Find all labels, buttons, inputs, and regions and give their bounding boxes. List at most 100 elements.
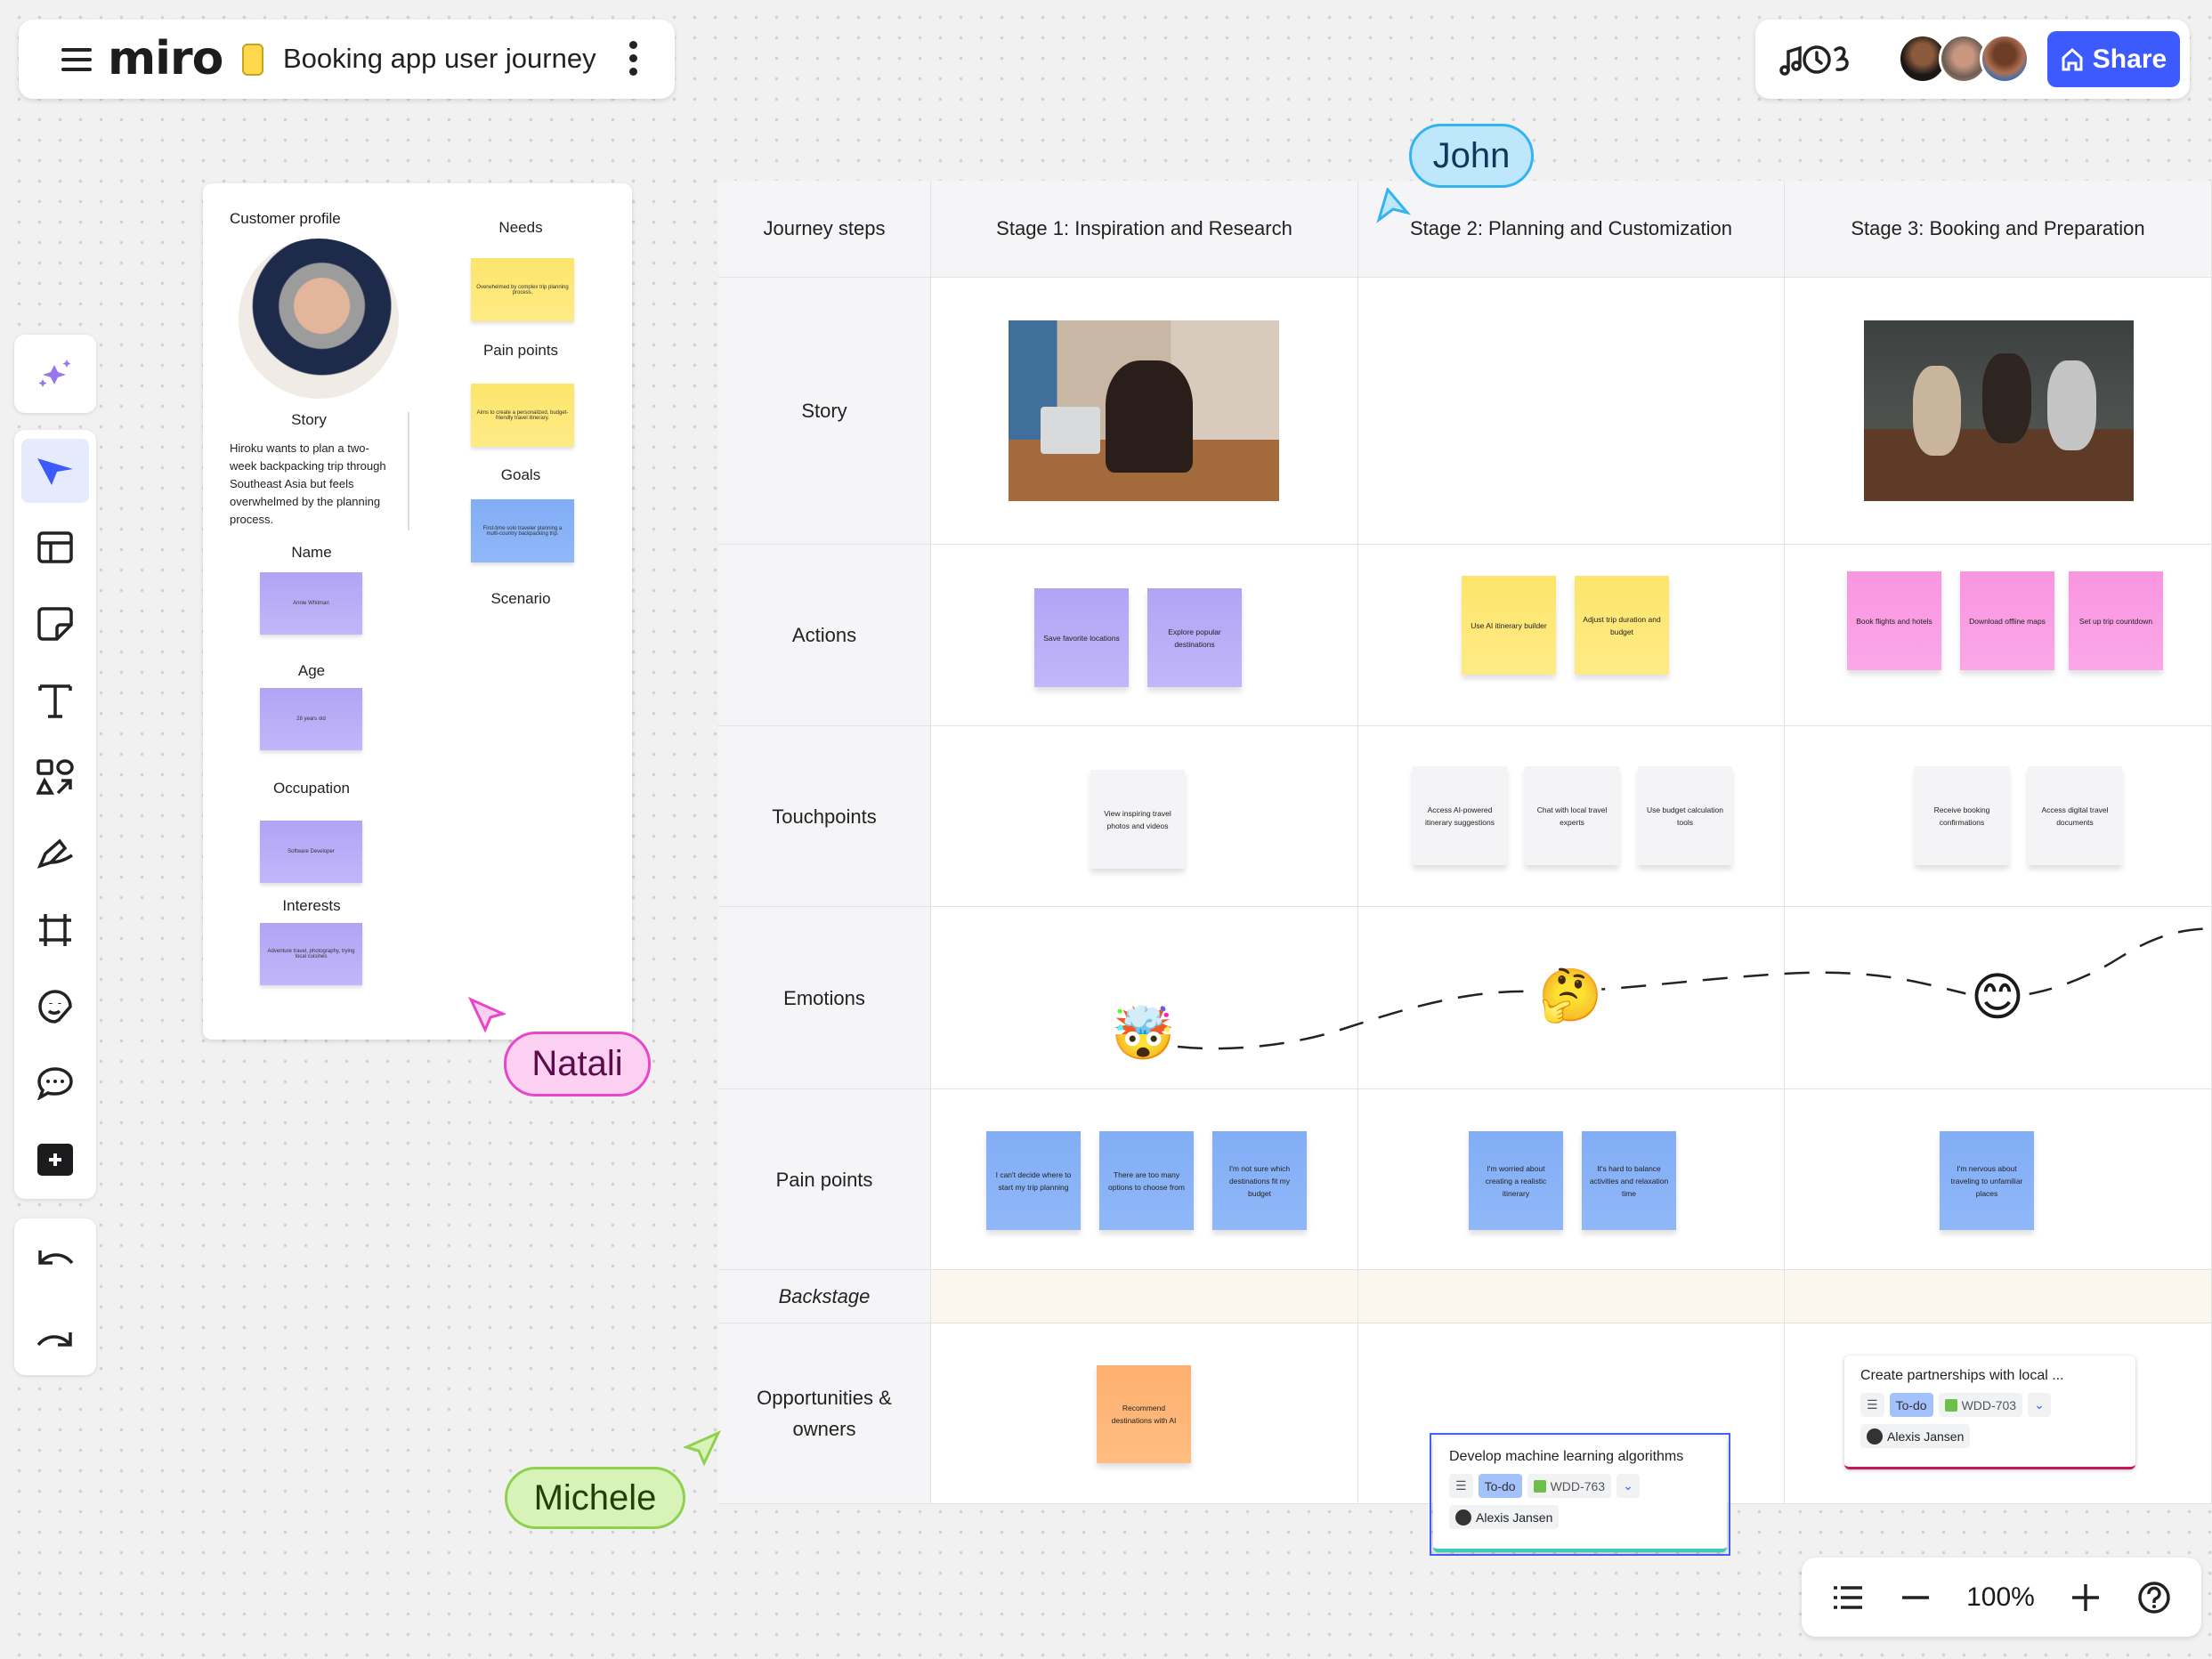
- action-sticky[interactable]: Explore popular destinations: [1147, 588, 1242, 687]
- cell: [931, 1270, 1358, 1323]
- templates-tool[interactable]: [21, 515, 89, 579]
- touchpoint-sticky[interactable]: Chat with local travel experts: [1525, 766, 1619, 865]
- issue-key[interactable]: WDD-703: [1938, 1393, 2023, 1417]
- cell: [1358, 1270, 1785, 1323]
- pain-point-sticky[interactable]: There are too many options to choose fro…: [1099, 1131, 1194, 1230]
- zoom-level[interactable]: 100%: [1966, 1582, 2035, 1612]
- task-card[interactable]: Develop machine learning algorithms ☰To-…: [1433, 1436, 1727, 1552]
- touchpoint-sticky[interactable]: Receive booking confirmations: [1915, 766, 2009, 865]
- more-options-icon[interactable]: [629, 41, 640, 81]
- status-badge[interactable]: To-do: [1889, 1393, 1933, 1417]
- miro-logo[interactable]: miro: [108, 32, 223, 85]
- header-journey-steps: Journey steps: [718, 181, 931, 278]
- header-stage-1: Stage 1: Inspiration and Research: [931, 181, 1358, 278]
- needs-sticky[interactable]: Overwhelmed by complex trip planning pro…: [471, 258, 574, 321]
- stickers-tool[interactable]: [21, 975, 89, 1039]
- comment-tool[interactable]: [21, 1051, 89, 1115]
- avatar[interactable]: [1980, 34, 2030, 84]
- assignee[interactable]: Alexis Jansen: [1860, 1424, 1971, 1448]
- sticky-note-tool[interactable]: [21, 592, 89, 656]
- collaboration-tools-icon[interactable]: [1779, 41, 1859, 78]
- touchpoint-sticky[interactable]: Use budget calculation tools: [1638, 766, 1732, 865]
- plus-icon: [37, 1144, 73, 1176]
- scenario-label: Scenario: [490, 590, 551, 607]
- description-icon[interactable]: ☰: [1860, 1393, 1884, 1417]
- cell: [1358, 278, 1785, 545]
- zoom-out-icon[interactable]: [1900, 1593, 1931, 1602]
- text-icon: [38, 684, 72, 718]
- pain-point-sticky[interactable]: I'm nervous about traveling to unfamilia…: [1940, 1131, 2034, 1230]
- list-icon[interactable]: [1832, 1585, 1864, 1610]
- touchpoint-sticky[interactable]: Access digital travel documents: [2028, 766, 2122, 865]
- pen-tool[interactable]: [21, 821, 89, 886]
- touchpoint-sticky[interactable]: View inspiring travel photos and videos: [1090, 770, 1185, 869]
- undo-button[interactable]: [21, 1227, 89, 1291]
- story-label: Story: [291, 411, 327, 428]
- frame-tool[interactable]: [21, 898, 89, 962]
- share-button[interactable]: Share: [2047, 31, 2180, 87]
- status-badge[interactable]: To-do: [1478, 1474, 1522, 1498]
- row-label-touchpoints: Touchpoints: [718, 726, 931, 907]
- action-sticky[interactable]: Use AI itinerary builder: [1462, 576, 1556, 675]
- occupation-sticky[interactable]: Software Developer: [260, 821, 362, 883]
- cell: [1358, 907, 1785, 1089]
- redo-button[interactable]: [21, 1304, 89, 1368]
- action-sticky[interactable]: Save favorite locations: [1034, 588, 1129, 687]
- customer-profile-frame[interactable]: Customer profile Story Hiroku wants to p…: [203, 183, 632, 1040]
- row-label-emotions: Emotions: [718, 907, 931, 1089]
- issue-key[interactable]: WDD-763: [1527, 1474, 1612, 1498]
- row-label-backstage: Backstage: [718, 1270, 931, 1323]
- goals-sticky[interactable]: First-time solo traveler planning a mult…: [471, 499, 574, 562]
- story-image-stage-1[interactable]: [1009, 320, 1279, 501]
- cell: [931, 1089, 1358, 1270]
- chevron-down-icon[interactable]: ⌄: [2028, 1393, 2051, 1417]
- description-icon[interactable]: ☰: [1449, 1474, 1473, 1498]
- help-icon[interactable]: [2137, 1581, 2171, 1614]
- pain-point-sticky[interactable]: I'm worried about creating a realistic i…: [1469, 1131, 1563, 1230]
- assignee[interactable]: Alexis Jansen: [1449, 1505, 1560, 1529]
- more-tools-button[interactable]: [21, 1128, 89, 1192]
- ai-toolbar: [14, 335, 96, 413]
- select-tool[interactable]: [21, 439, 89, 503]
- interests-sticky[interactable]: Adventure travel, photography, trying lo…: [260, 923, 362, 985]
- task-card[interactable]: Create partnerships with local ... ☰To-d…: [1844, 1356, 2135, 1469]
- shapes-tool[interactable]: [21, 745, 89, 809]
- cell: [931, 1323, 1358, 1504]
- header-stage-3: Stage 3: Booking and Preparation: [1785, 181, 2212, 278]
- chevron-down-icon[interactable]: ⌄: [1616, 1474, 1640, 1498]
- action-sticky[interactable]: Adjust trip duration and budget: [1575, 576, 1669, 675]
- zoom-in-icon[interactable]: [2070, 1582, 2101, 1613]
- story-image-stage-3[interactable]: [1864, 320, 2134, 501]
- opportunity-sticky[interactable]: Recommend destinations with AI: [1097, 1365, 1191, 1463]
- row-label-story: Story: [718, 278, 931, 545]
- menu-icon[interactable]: [61, 48, 92, 71]
- emotion-thinking-icon[interactable]: 🤔: [1538, 964, 1602, 1028]
- touchpoint-sticky[interactable]: Access AI-powered itinerary suggestions: [1413, 766, 1507, 865]
- issue-key-text: WDD-703: [1961, 1397, 2017, 1412]
- sticker-icon: [38, 990, 72, 1024]
- age-sticky[interactable]: 28 years old: [260, 688, 362, 750]
- divider: [408, 412, 409, 530]
- shapes-icon: [36, 759, 74, 795]
- emotion-exploding-head-icon[interactable]: 🤯: [1111, 1005, 1176, 1063]
- pain-points-sticky[interactable]: Aims to create a personalized, budget-fr…: [471, 384, 574, 447]
- customer-profile-title: Customer profile: [230, 210, 341, 227]
- text-tool[interactable]: [21, 668, 89, 732]
- board-header: miro Booking app user journey: [19, 20, 675, 99]
- customer-photo[interactable]: [239, 239, 399, 399]
- name-sticky[interactable]: Annie Whitman: [260, 572, 362, 635]
- cell: [1358, 545, 1785, 726]
- pen-icon: [36, 838, 73, 869]
- emotion-smile-icon[interactable]: 😊: [1965, 966, 2030, 1030]
- action-sticky[interactable]: Book flights and hotels: [1847, 571, 1941, 670]
- assignee-name: Alexis Jansen: [1887, 1428, 1965, 1444]
- action-sticky[interactable]: Set up trip countdown: [2069, 571, 2163, 670]
- pain-point-sticky[interactable]: It's hard to balance activities and rela…: [1582, 1131, 1676, 1230]
- board-title[interactable]: Booking app user journey: [283, 43, 596, 74]
- action-sticky[interactable]: Download offline maps: [1960, 571, 2054, 670]
- pain-point-sticky[interactable]: I can't decide where to start my trip pl…: [986, 1131, 1081, 1230]
- goals-label: Goals: [500, 466, 541, 483]
- natali-cursor-icon: [468, 997, 506, 1033]
- pain-point-sticky[interactable]: I'm not sure which destinations fit my b…: [1212, 1131, 1307, 1230]
- ai-sparkle-tool[interactable]: [21, 342, 89, 406]
